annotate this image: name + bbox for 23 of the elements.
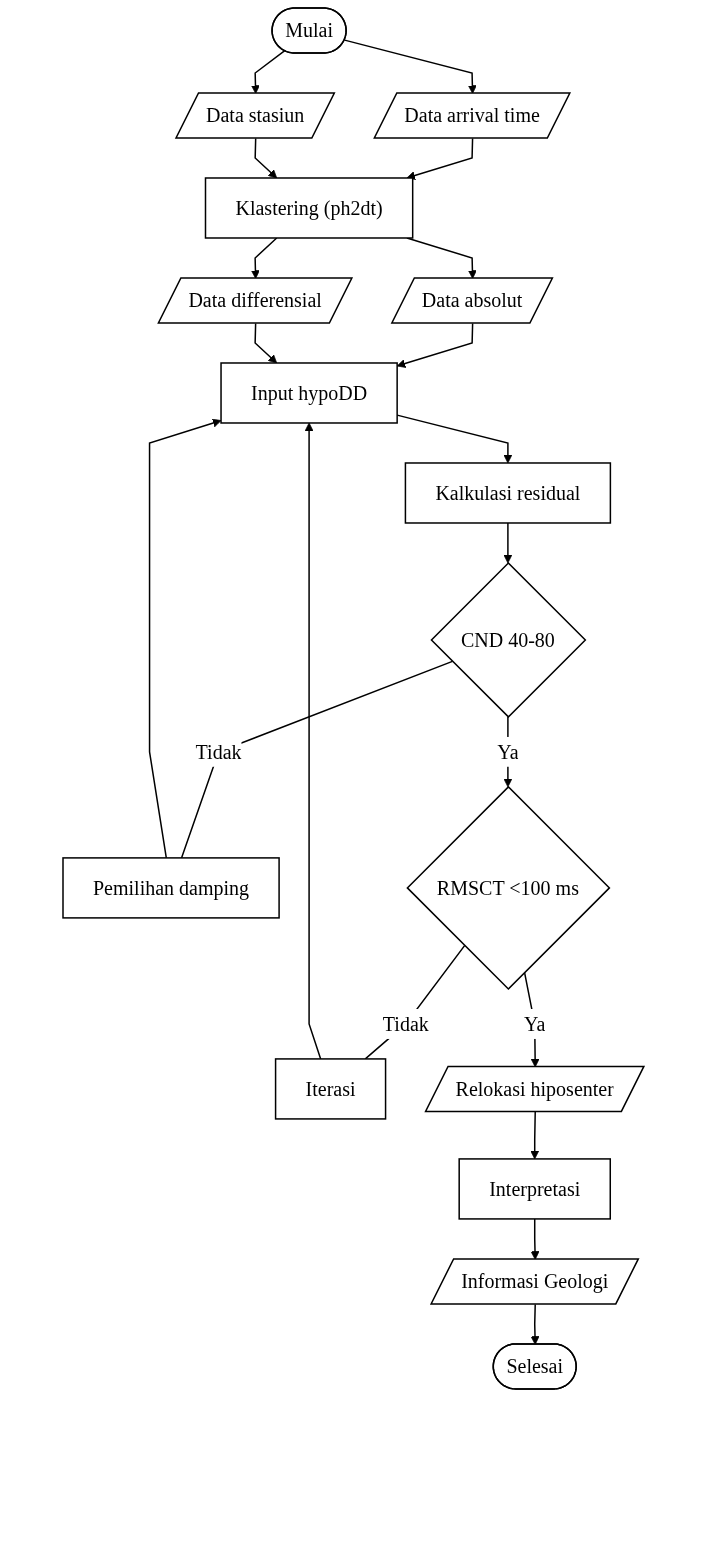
node-diamond: CND 40-80 bbox=[430, 561, 587, 718]
connector bbox=[364, 944, 466, 1060]
arrow bbox=[148, 418, 222, 859]
node-box: Pemilihan damping bbox=[62, 857, 280, 919]
arrow bbox=[530, 1303, 540, 1345]
node-box: Kalkulasi residual bbox=[404, 462, 612, 524]
arrow bbox=[503, 522, 513, 564]
edge-label: Tidak bbox=[195, 740, 242, 763]
node-diamond: RMSCT <100 ms bbox=[406, 785, 611, 990]
arrow bbox=[254, 322, 278, 364]
connector bbox=[180, 660, 454, 859]
arrow bbox=[530, 1111, 540, 1160]
node-box: Klastering (ph2dt) bbox=[204, 177, 414, 239]
edge-label: Ya bbox=[524, 1012, 546, 1035]
arrow bbox=[304, 422, 322, 1060]
node-box: Iterasi bbox=[274, 1058, 387, 1120]
arrow bbox=[251, 50, 286, 94]
edge-label: Ya bbox=[497, 740, 519, 763]
edge-label: Tidak bbox=[382, 1012, 429, 1035]
arrow bbox=[396, 322, 474, 368]
node-box: Input hypoDD bbox=[220, 362, 398, 424]
arrow bbox=[343, 39, 477, 94]
node-box: Interpretasi bbox=[458, 1158, 612, 1220]
